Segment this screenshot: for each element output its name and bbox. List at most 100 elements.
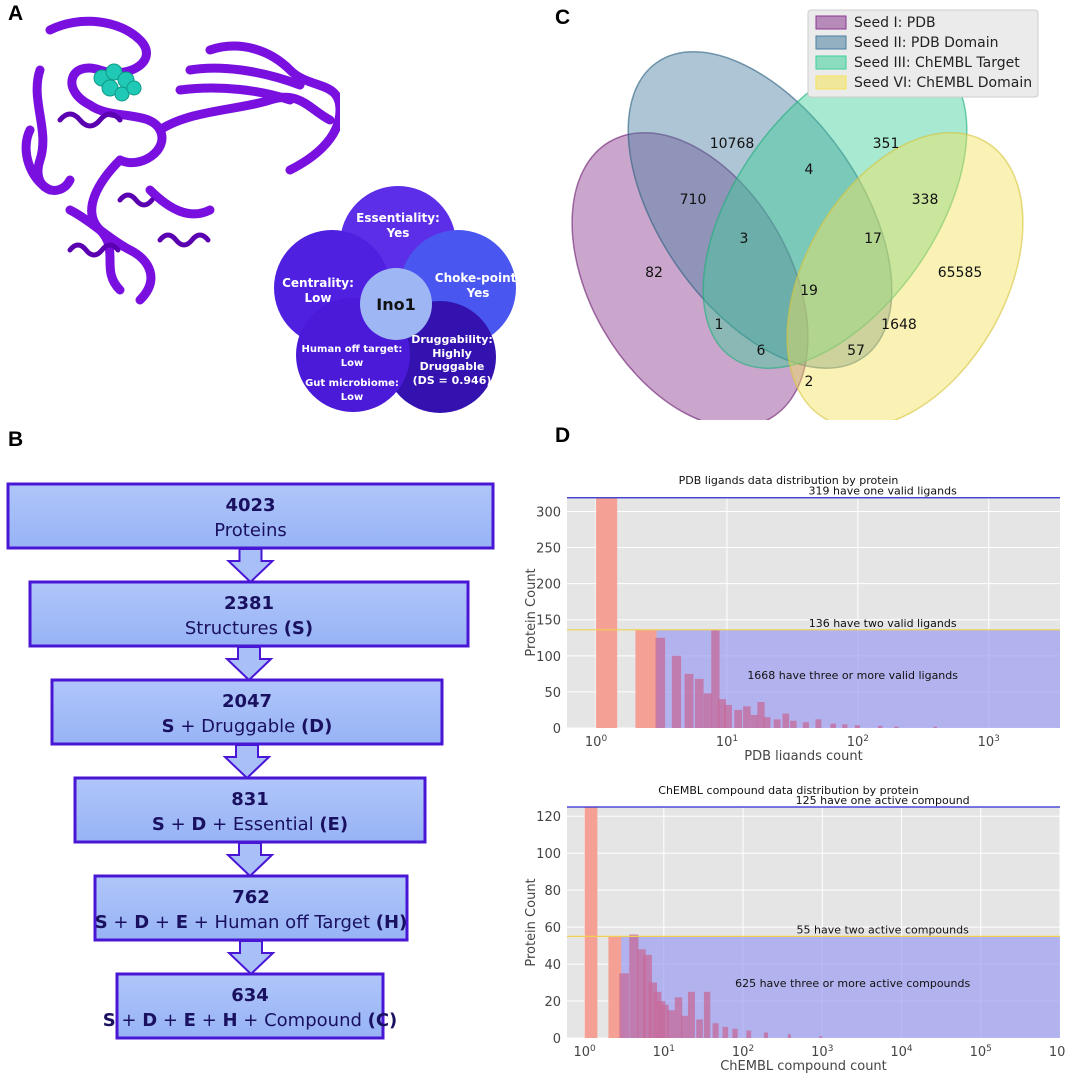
flow-step-label: S + Druggable (D) [162,716,333,737]
venn-count: 65585 [938,265,983,281]
y-tick-label: 80 [544,884,561,899]
panel-label-c: C [555,6,571,29]
histogram-bar [819,1036,823,1038]
histogram-bar [815,719,822,728]
histogram-bar [746,1030,752,1038]
histogram-bar [743,706,751,728]
flow-step-label: Structures (S) [185,618,313,639]
histogram-bar [711,629,720,728]
gut-microbiome-value: Low [341,392,363,403]
histogram-bar [894,726,899,728]
flow-step-count: 831 [231,789,269,810]
seed-venn-diagram: 10768 351 4 710 338 3 17 82 65585 19 1 1… [571,9,1039,420]
flow-step-label: Proteins [214,520,286,541]
druggability-value-line2: Druggable [420,360,485,373]
histogram-bar [648,982,658,1038]
histogram-bar [674,997,683,1038]
flow-step-box [115,972,385,1040]
y-tick-label: 300 [536,505,561,520]
y-tick-label: 50 [544,686,561,701]
histogram-bar [782,713,790,728]
histogram-bar [802,722,809,728]
histogram-bar [757,702,765,728]
flow-arrow [225,842,275,878]
flow-arrow [226,940,276,976]
y-tick-label: 100 [536,650,561,665]
centrality-label: Centrality: [282,276,354,290]
venn-count: 17 [864,231,882,247]
histogram-bar [635,629,657,728]
chart-annotation: 1668 have three or more valid ligands [747,669,958,682]
histogram-bar [732,1028,738,1038]
centrality-value: Low [305,291,332,305]
flow-step-label: S + D + E + H + Compound (C) [103,1010,398,1031]
chart-annotation: 55 have two active compounds [797,923,970,936]
legend-label: Seed III: ChEMBL Target [854,55,1020,71]
x-tick-label: 102 [847,734,869,750]
chart-annotation: 125 have one active compound [796,794,970,807]
venn-count: 3 [740,231,749,247]
venn-count: 57 [847,343,865,359]
flow-step-box [6,482,495,550]
flow-arrow [224,646,274,682]
histogram-bar [854,725,860,728]
venn-count: 10768 [710,136,755,152]
flow-step-count: 762 [232,887,270,908]
x-tick-label: 100 [585,734,608,750]
histogram-bar [712,1023,719,1038]
center-label: Ino1 [376,295,415,314]
flow-step-box [73,776,427,844]
y-tick-label: 60 [544,921,561,936]
histogram-bar [933,726,937,728]
y-axis-label: Protein Count [524,568,539,656]
histogram-bar [655,637,666,728]
histogram-bar [608,936,622,1038]
panel-label-a: A [8,2,24,25]
chart-title: ChEMBL compound data distribution by pro… [658,784,918,797]
flow-step-count: 4023 [225,495,275,516]
y-tick-label: 200 [536,578,561,593]
panel-label-d: D [555,424,571,447]
histogram-bar [596,497,618,728]
venn-count: 2 [805,374,814,390]
x-tick-label: 101 [653,1044,675,1060]
y-tick-label: 250 [536,542,561,557]
venn-count: 1648 [881,317,917,333]
druggability-label: Druggability: [411,333,493,346]
y-tick-label: 40 [544,958,561,973]
human-off-target-label: Human off target: [302,344,403,355]
histogram-bar [790,720,797,728]
venn-count: 19 [800,283,818,299]
gut-microbiome-label: Gut microbiome: [305,378,399,389]
x-axis-label: ChEMBL compound count [720,1059,887,1074]
flow-step-count: 634 [231,985,269,1006]
x-tick-label: 102 [732,1044,754,1060]
y-tick-label: 150 [536,614,561,629]
x-axis-label: PDB ligands count [744,749,862,760]
essentiality-label: Essentiality: [356,211,440,225]
legend-label: Seed VI: ChEMBL Domain [854,75,1032,91]
y-tick-label: 0 [553,722,561,737]
venn-count: 1 [715,317,724,333]
human-off-target-value: Low [341,358,363,369]
panel-label-b: B [8,428,24,451]
venn-count: 710 [680,192,707,208]
x-tick-label: 105 [970,1044,992,1060]
chart-annotation: 319 have one valid ligands [809,485,958,498]
venn-count: 82 [645,265,663,281]
y-tick-label: 120 [536,810,561,825]
chembl-compound-histogram: ChEMBL compound data distribution by pro… [524,784,1065,1074]
y-tick-label: 20 [544,995,561,1010]
histogram-bar [671,655,682,728]
histogram-bar [734,709,743,728]
histogram-bar [684,673,694,728]
druggability-score: (DS = 0.946) [413,374,492,387]
x-tick-label: 103 [811,1044,833,1060]
histogram-bar [660,1004,669,1038]
histogram-bar [629,934,639,1038]
